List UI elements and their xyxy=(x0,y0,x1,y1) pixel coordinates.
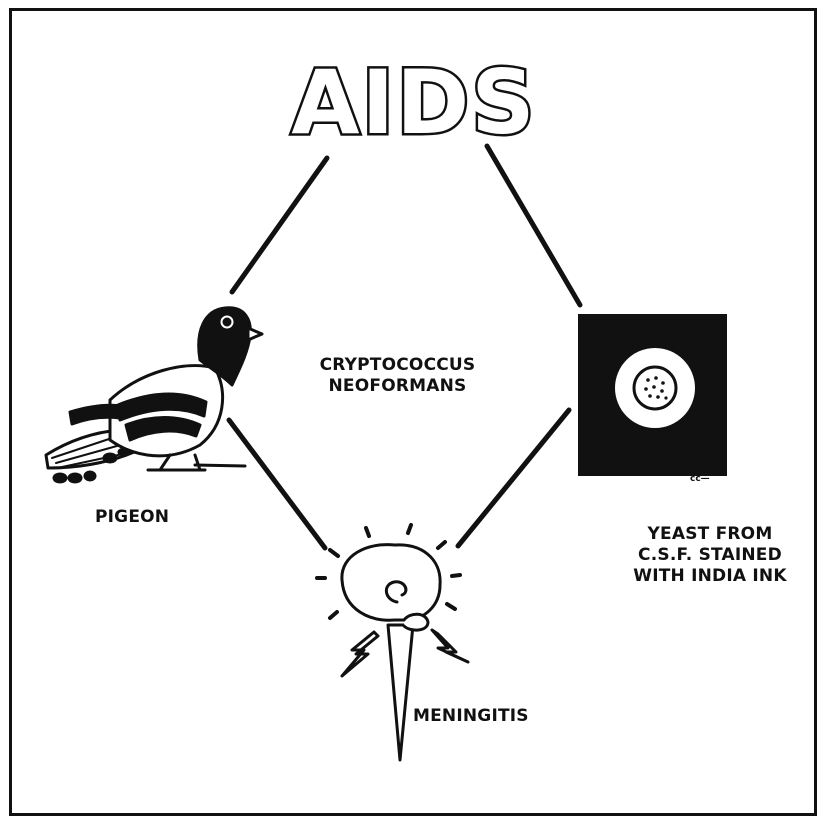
lightning-bolt-icon xyxy=(432,630,468,662)
artist-signature: cc— xyxy=(690,474,710,484)
connector-pigeon-meningitis xyxy=(229,420,325,548)
connector-aids-pigeon xyxy=(232,158,327,292)
pigeon-label: PIGEON xyxy=(95,507,205,528)
meningitis-label: MENINGITIS xyxy=(413,706,573,727)
title-text: AIDS xyxy=(291,51,536,154)
connector-aids-yeast xyxy=(487,146,580,305)
yeast-label: YEAST FROM C.S.F. STAINED WITH INDIA INK xyxy=(610,524,810,587)
lightning-bolt-icon xyxy=(342,632,378,676)
connector-yeast-meningitis xyxy=(458,410,569,546)
center-label: CRYPTOCOCCUS NEOFORMANS xyxy=(290,355,505,397)
connector-lines xyxy=(229,146,580,548)
pigeon-illustration xyxy=(46,308,262,482)
yeast-cell-illustration xyxy=(578,314,727,476)
